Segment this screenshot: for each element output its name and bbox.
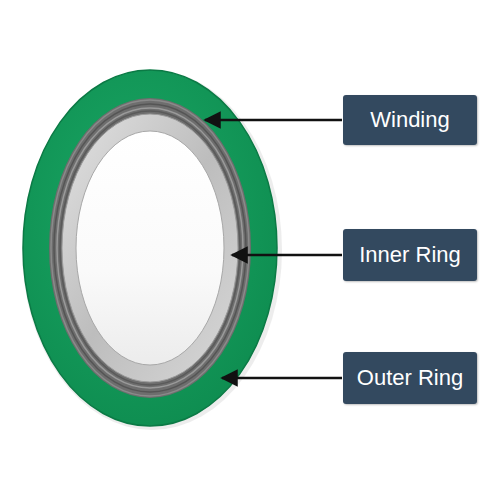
callout-box: Winding	[343, 95, 477, 145]
gasket-shadow	[22, 70, 282, 430]
winding-stripe	[60, 111, 240, 385]
outer-ring	[23, 70, 277, 426]
leader-line	[205, 119, 342, 122]
winding-stripe	[51, 100, 249, 396]
gasket-bore	[76, 131, 224, 365]
leader-line	[222, 377, 342, 380]
winding-stripe	[57, 108, 243, 388]
leader-line	[232, 254, 342, 257]
inner-ring	[62, 114, 238, 382]
winding-stripe	[54, 104, 246, 392]
winding	[49, 98, 251, 398]
callout-box: Inner Ring	[343, 229, 477, 281]
callout-label: Inner Ring	[359, 242, 461, 267]
callout-label: Outer Ring	[357, 365, 463, 390]
callout-box: Outer Ring	[343, 352, 477, 404]
callout-label: Winding	[370, 107, 449, 132]
